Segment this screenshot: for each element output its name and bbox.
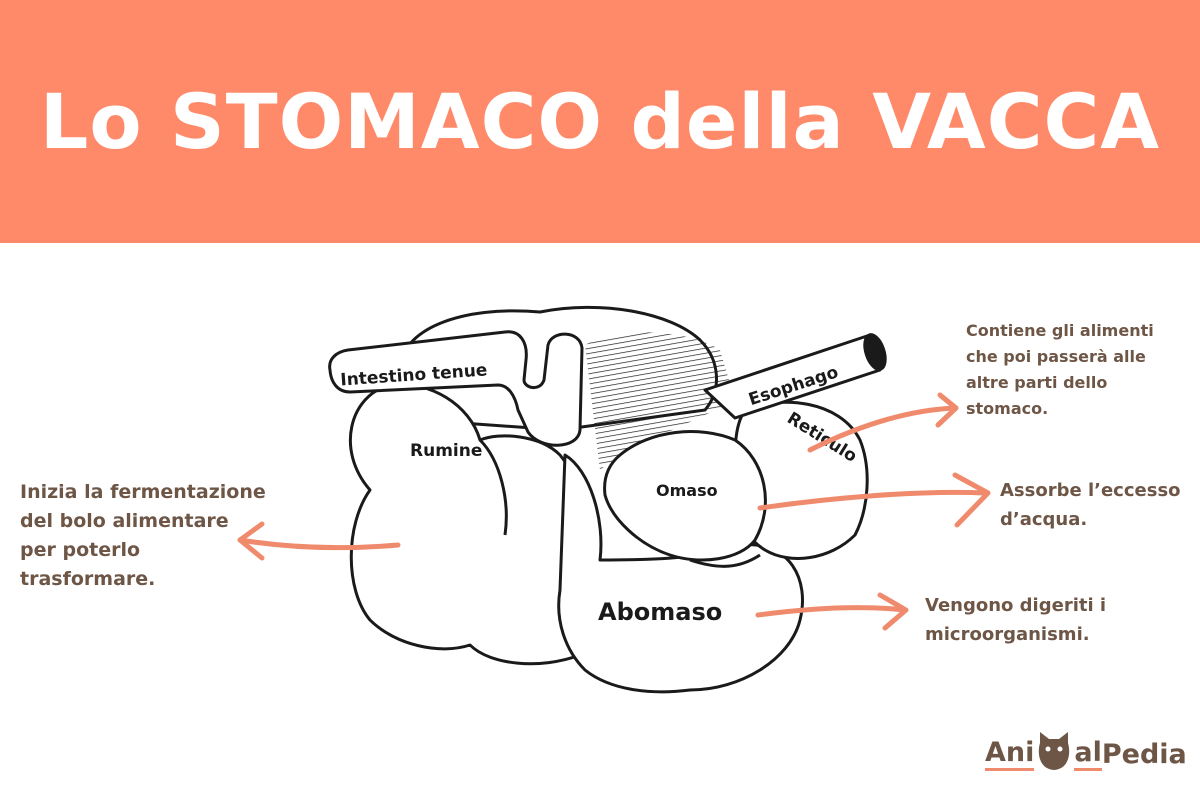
- esophagus-opening: [863, 333, 887, 371]
- arrow-reticulo: [807, 405, 958, 453]
- stomach-illustration: [328, 305, 887, 694]
- label-omaso: Omaso: [656, 481, 718, 500]
- small-intestine-tube: [328, 330, 584, 447]
- animalpedia-logo[interactable]: Ani al Pedia: [985, 728, 1187, 780]
- caption-rumine: Inizia la fermentazione del bolo aliment…: [20, 481, 266, 590]
- caption-omaso: Assorbe l’eccesso d’acqua.: [1000, 480, 1181, 530]
- arrow-abomaso: [755, 605, 908, 618]
- hatched-region: [585, 332, 735, 470]
- arrow-omaso: [757, 489, 988, 511]
- omasum-bottom-fold: [689, 553, 761, 568]
- arrow-omaso-head: [952, 472, 991, 528]
- arrow-rumine-head: [237, 521, 265, 561]
- page-title: Lo STOMACO della VACCA: [39, 77, 1161, 166]
- arrow-rumine: [237, 537, 401, 551]
- pointer-arrows: [237, 392, 991, 631]
- arrow-abomaso-head: [877, 592, 909, 631]
- omasum-lobe: [603, 430, 767, 562]
- label-abomaso: Abomaso: [598, 598, 722, 626]
- caption-abomaso: Vengono digeriti i microorganismi.: [925, 595, 1107, 645]
- cat-face-icon: [1037, 731, 1071, 778]
- title-banner: Lo STOMACO della VACCA: [0, 0, 1200, 243]
- abomasum-lobe: [557, 453, 804, 694]
- logo-text-pedia: Pedia: [1101, 738, 1187, 770]
- logo-text-al: al: [1074, 737, 1102, 771]
- rumen-fold-line: [478, 438, 508, 536]
- arrow-reticulo-head: [935, 392, 959, 428]
- caption-reticulo: Contiene gli alimenti che poi passerà al…: [966, 321, 1154, 418]
- label-rumine: Rumine: [410, 441, 482, 461]
- logo-text-ani: Ani: [985, 737, 1035, 771]
- rumen-lobe: [348, 382, 604, 666]
